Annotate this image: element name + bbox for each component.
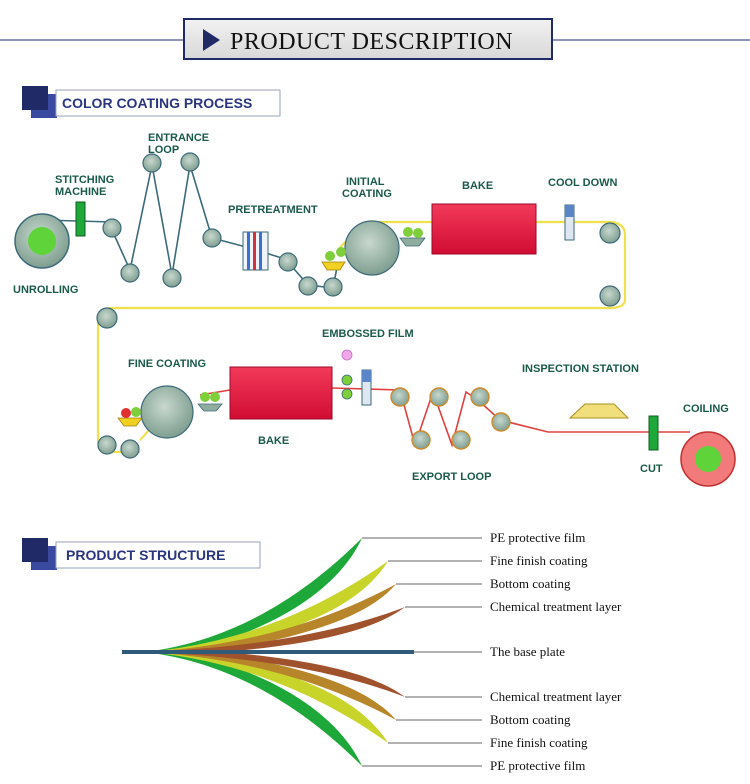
coiling-coil-core bbox=[695, 446, 721, 472]
label-initial-2: COATING bbox=[342, 188, 392, 200]
layer-bottom-bottom bbox=[160, 653, 396, 720]
bake-oven-bottom bbox=[229, 366, 333, 420]
label-coiling: COILING bbox=[683, 403, 729, 415]
label-entrance-2: LOOP bbox=[148, 144, 179, 156]
process-title-box bbox=[55, 89, 281, 117]
page-header: PRODUCT DESCRIPTION bbox=[0, 18, 750, 60]
play-triangle-icon bbox=[203, 29, 220, 51]
rollers-row1 bbox=[102, 152, 343, 297]
layer-label: The base plate bbox=[490, 644, 565, 659]
process-diagram: ENTRANCE LOOP STITCHING MACHINE UNROLLIN… bbox=[13, 132, 736, 487]
label-initial-1: INITIAL bbox=[346, 176, 385, 188]
process-section-header: COLOR COATING PROCESS bbox=[22, 86, 281, 118]
layer-base-plate bbox=[122, 650, 414, 654]
label-stitching-1: STITCHING bbox=[55, 174, 114, 186]
layer-label: Chemical treatment layer bbox=[490, 599, 622, 614]
label-cut: CUT bbox=[640, 463, 663, 475]
structure-section-title: PRODUCT STRUCTURE bbox=[66, 547, 225, 563]
section-square-icon-front bbox=[22, 538, 48, 562]
layer-chem-bottom bbox=[164, 653, 405, 697]
stitching-machine bbox=[75, 201, 86, 237]
fine-coating-unit bbox=[117, 385, 223, 439]
layer-label: PE protective film bbox=[490, 758, 585, 773]
layer-label: Fine finish coating bbox=[490, 735, 588, 750]
label-fine-coating: FINE COATING bbox=[128, 358, 206, 370]
label-unrolling: UNROLLING bbox=[13, 284, 78, 296]
structure-diagram: PE protective film Fine finish coating B… bbox=[122, 530, 622, 773]
layer-label: Bottom coating bbox=[490, 576, 571, 591]
label-inspection-station: INSPECTION STATION bbox=[522, 363, 639, 375]
header-box bbox=[183, 18, 553, 60]
layer-label: Bottom coating bbox=[490, 712, 571, 727]
bake-oven-top bbox=[431, 203, 537, 255]
leader-lines bbox=[362, 537, 482, 767]
label-pretreatment: PRETREATMENT bbox=[228, 204, 318, 216]
process-section-title: COLOR COATING PROCESS bbox=[62, 95, 252, 111]
inspection-station bbox=[568, 403, 630, 419]
label-bake-top: BAKE bbox=[462, 180, 493, 192]
structure-title-box bbox=[55, 541, 261, 569]
label-export-loop: EXPORT LOOP bbox=[412, 471, 491, 483]
embossed-film-unit bbox=[341, 349, 372, 406]
layer-label: PE protective film bbox=[490, 530, 585, 545]
pretreatment-tanks bbox=[242, 231, 269, 271]
layer-chem-top bbox=[164, 607, 405, 651]
structure-section-header: PRODUCT STRUCTURE bbox=[22, 538, 261, 570]
label-cool-down: COOL DOWN bbox=[548, 177, 618, 189]
cut-unit bbox=[648, 415, 659, 451]
unrolling-coil-core bbox=[28, 227, 56, 255]
section-square-icon-front bbox=[22, 86, 48, 110]
label-stitching-2: MACHINE bbox=[55, 186, 106, 198]
initial-coating-unit bbox=[321, 220, 426, 276]
export-loop-rollers bbox=[390, 387, 511, 450]
label-bake-bottom: BAKE bbox=[258, 435, 289, 447]
layer-label: Chemical treatment layer bbox=[490, 689, 622, 704]
rollers-right bbox=[96, 222, 621, 459]
layer-label: Fine finish coating bbox=[490, 553, 588, 568]
label-entrance-1: ENTRANCE bbox=[148, 132, 209, 144]
page-title: PRODUCT DESCRIPTION bbox=[230, 29, 513, 55]
layer-bottom-top bbox=[160, 584, 396, 651]
label-embossed-film: EMBOSSED FILM bbox=[322, 328, 414, 340]
